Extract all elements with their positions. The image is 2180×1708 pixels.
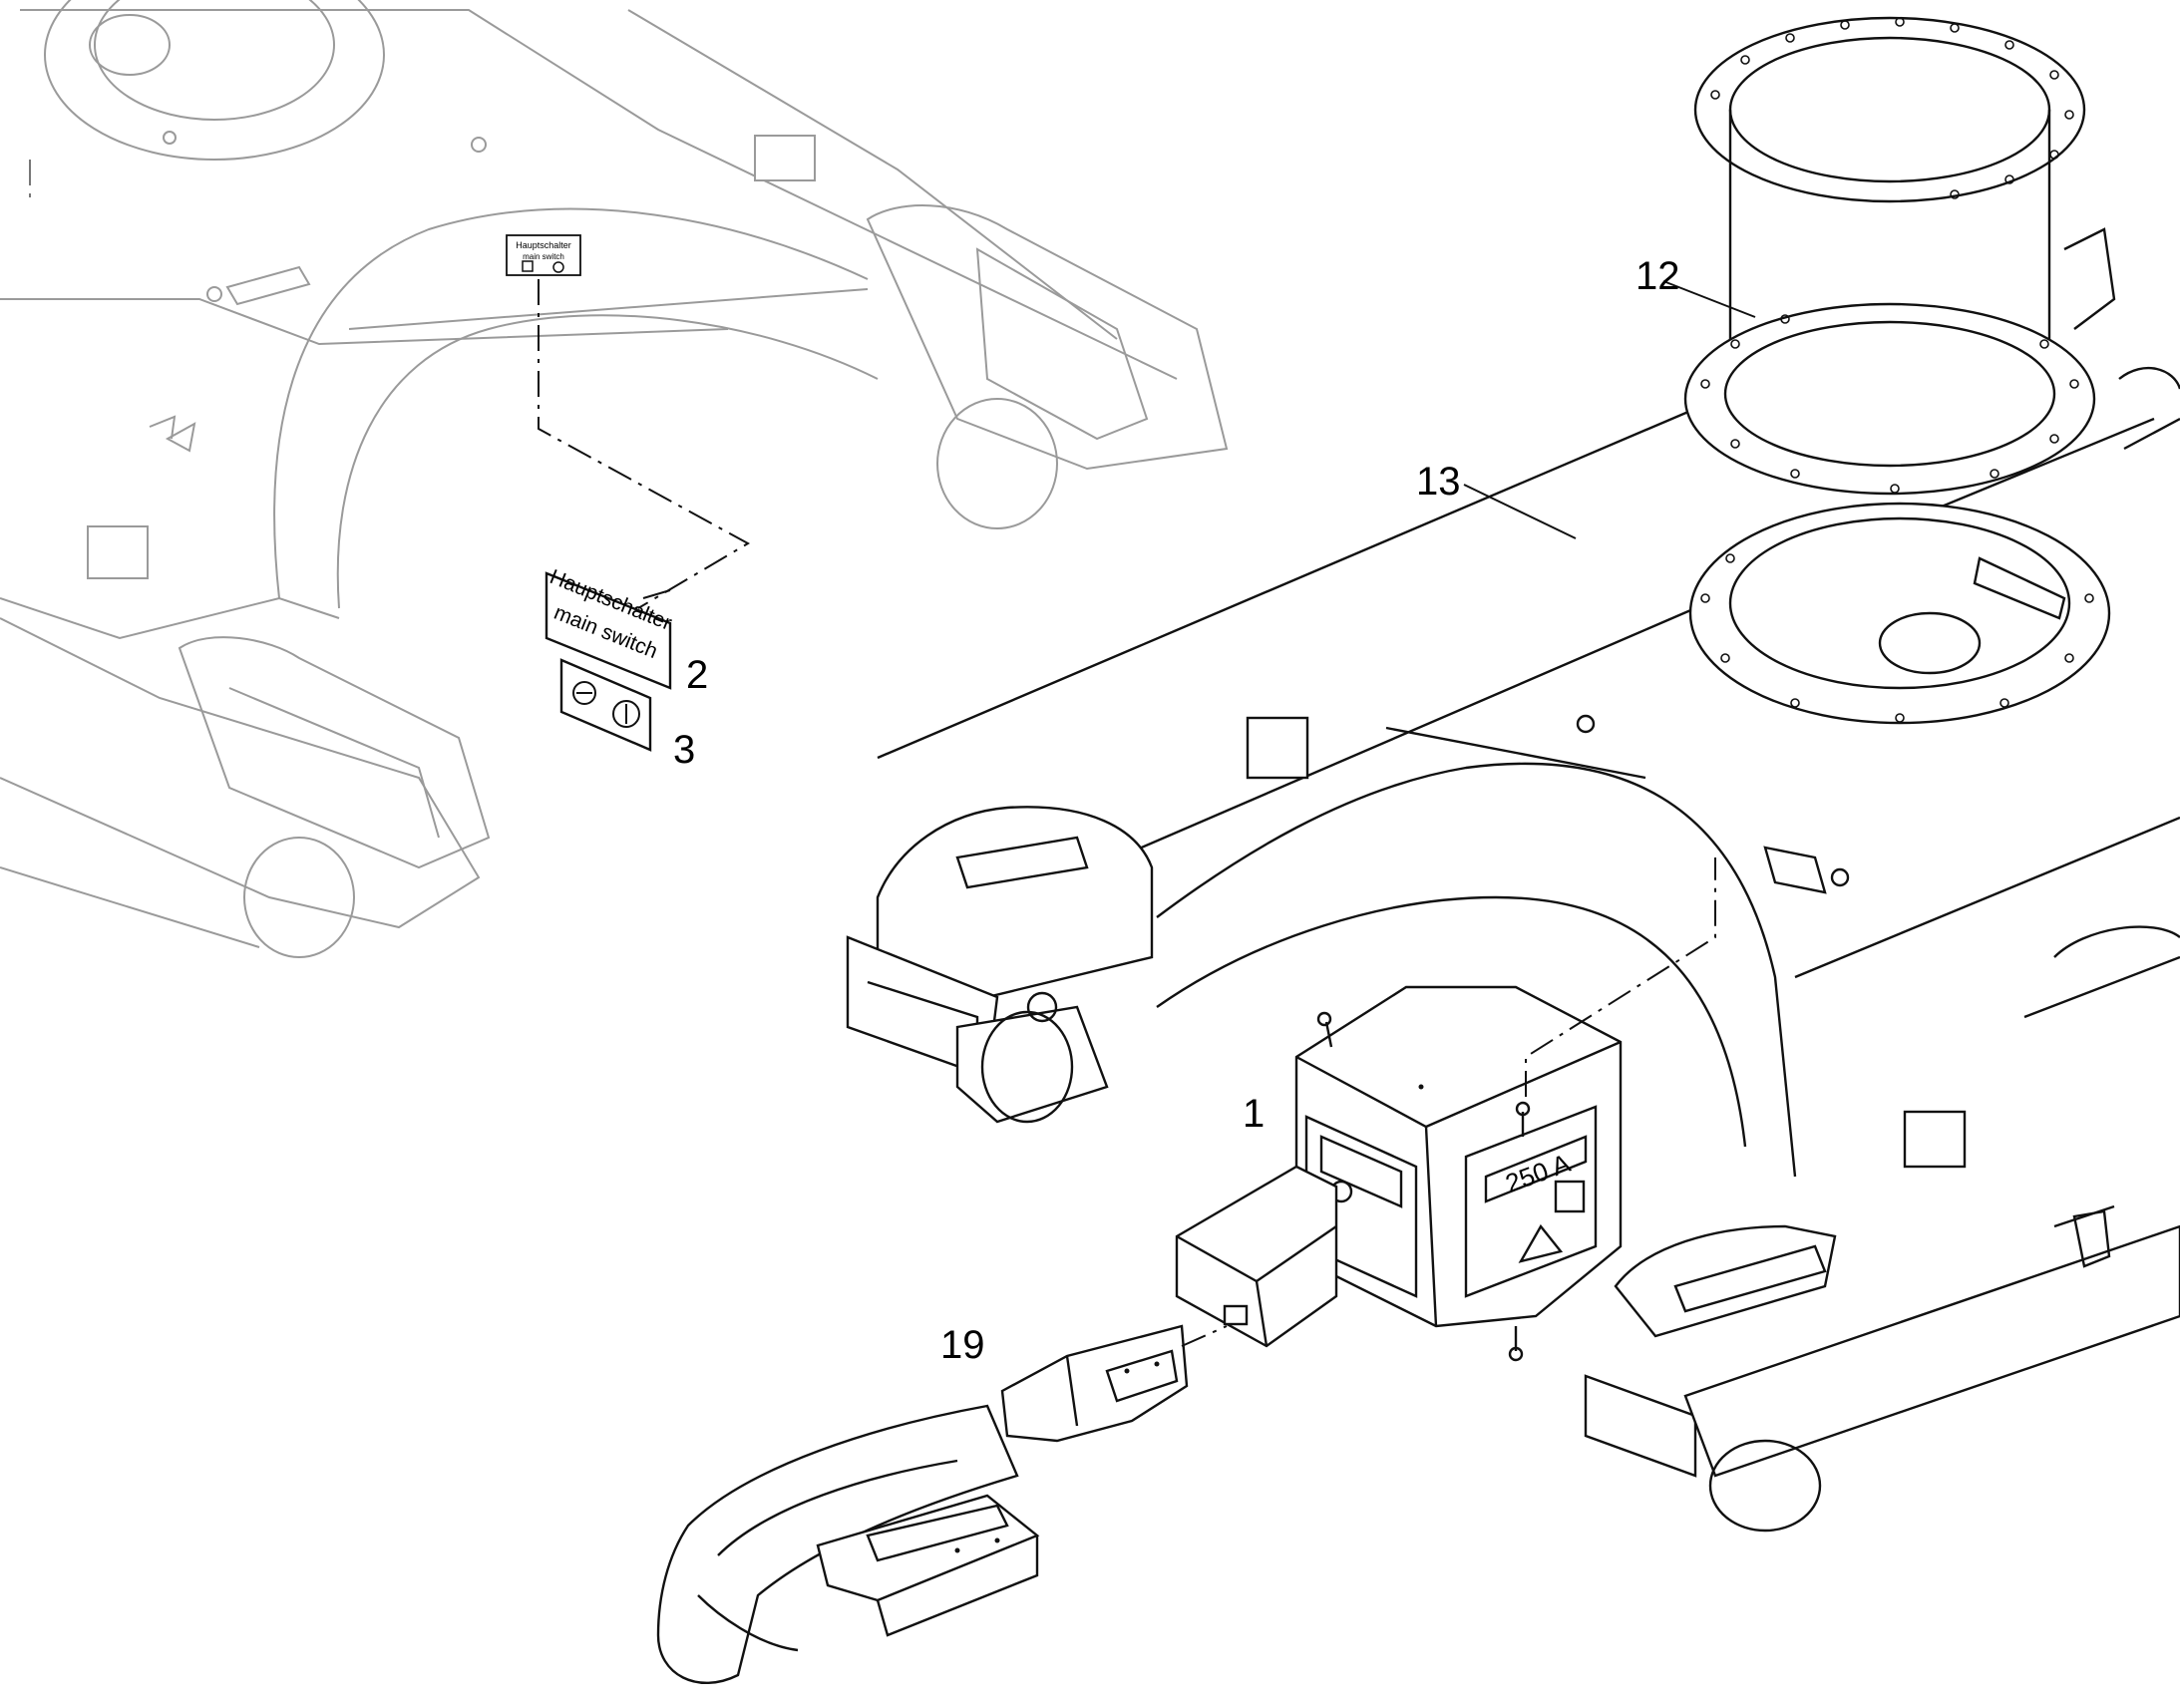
small-label-line2: main switch: [523, 252, 564, 261]
bolt-holes: [1700, 17, 2094, 723]
ghost-carbody-upper-left: [0, 0, 1229, 958]
callout-1: 1: [1243, 1092, 1265, 1136]
callout-19: 19: [940, 1323, 985, 1367]
on-off-decal: [559, 658, 652, 752]
main-switch-box: 250 A: [1175, 857, 1716, 1362]
callout-13: 13: [1416, 460, 1461, 504]
small-main-switch-label: Hauptschalter main switch: [506, 234, 581, 276]
slewing-ring-drum: [1683, 16, 2180, 725]
callout-12: 12: [1635, 254, 1680, 298]
callout-leaders: [642, 280, 1756, 599]
cable-duct-assembly: [656, 1324, 1228, 1685]
small-label-line1: Hauptschalter: [516, 240, 571, 250]
callout-2: 2: [686, 653, 708, 697]
carbody-assembly: [846, 407, 2180, 1533]
callout-3: 3: [673, 728, 695, 772]
